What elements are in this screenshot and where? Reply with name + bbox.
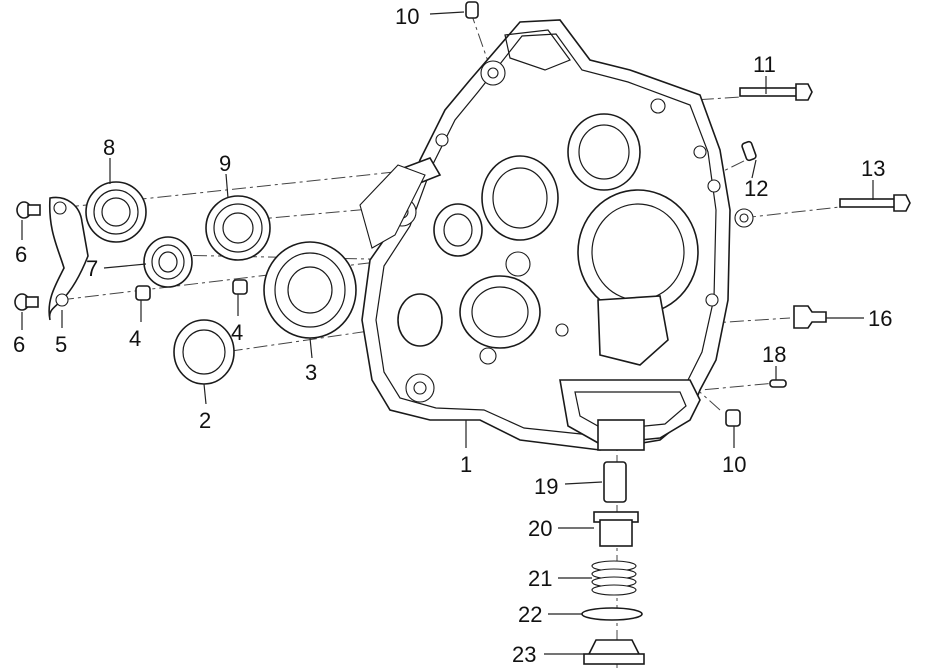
bearing-7 bbox=[143, 236, 193, 288]
seal-2 bbox=[173, 319, 235, 385]
dowel-4-right bbox=[232, 279, 248, 295]
callout-4-right: 4 bbox=[231, 320, 243, 345]
bearing-9 bbox=[205, 195, 271, 261]
callout-19: 19 bbox=[534, 474, 558, 499]
callout-8: 8 bbox=[103, 135, 115, 160]
callout-6-lower: 6 bbox=[13, 332, 25, 357]
callout-9: 9 bbox=[219, 151, 231, 176]
callout-21: 21 bbox=[528, 566, 552, 591]
bolt-11 bbox=[739, 83, 813, 101]
callout-labels: 10 11 8 9 13 12 6 7 6 5 4 4 3 16 18 2 1 … bbox=[13, 4, 892, 667]
callout-5: 5 bbox=[55, 332, 67, 357]
pin-18 bbox=[769, 379, 787, 388]
o-ring-22 bbox=[581, 607, 643, 621]
fitting-16 bbox=[793, 305, 827, 329]
bolt-6-lower bbox=[14, 293, 39, 311]
plug-23 bbox=[583, 639, 645, 665]
bearing-8 bbox=[85, 181, 147, 243]
spring-21 bbox=[591, 560, 637, 596]
callout-2: 2 bbox=[199, 408, 211, 433]
callout-4-left: 4 bbox=[129, 326, 141, 351]
callout-6-upper: 6 bbox=[15, 242, 27, 267]
callout-7: 7 bbox=[86, 256, 98, 281]
callout-1: 1 bbox=[460, 452, 472, 477]
callout-20: 20 bbox=[528, 516, 552, 541]
dowel-10-top bbox=[465, 1, 479, 19]
callout-leaders bbox=[21, 11, 874, 655]
callout-22: 22 bbox=[518, 602, 542, 627]
callout-11: 11 bbox=[753, 52, 776, 77]
callout-10-right: 10 bbox=[722, 452, 746, 477]
bolt-6-upper bbox=[16, 201, 41, 219]
bolt-13 bbox=[839, 194, 911, 212]
callout-12: 12 bbox=[744, 176, 768, 201]
dowel-10-right bbox=[725, 409, 741, 427]
valve-19 bbox=[603, 461, 627, 503]
plate-5 bbox=[48, 196, 89, 321]
callout-3: 3 bbox=[305, 360, 317, 385]
bearing-3 bbox=[263, 241, 357, 339]
callout-16: 16 bbox=[868, 306, 892, 331]
callout-10-top: 10 bbox=[395, 4, 419, 29]
callout-23: 23 bbox=[512, 642, 536, 667]
crankcase-housing bbox=[359, 19, 754, 451]
callout-13: 13 bbox=[861, 156, 885, 181]
callout-18: 18 bbox=[762, 342, 786, 367]
pin-12 bbox=[741, 140, 757, 162]
dowel-4-left bbox=[135, 285, 151, 301]
cap-20 bbox=[593, 511, 639, 547]
